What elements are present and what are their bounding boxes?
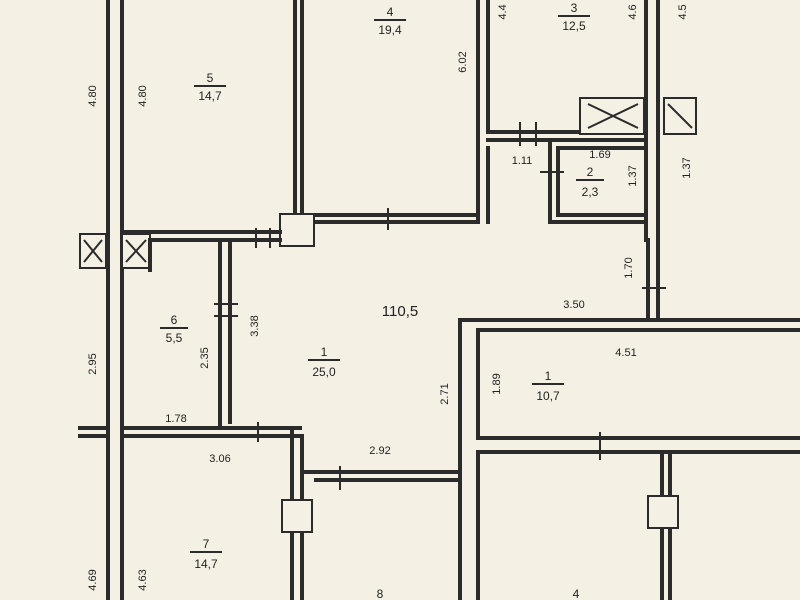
walls <box>78 0 800 600</box>
dimension-label: 1.89 <box>491 373 503 394</box>
pillar-left <box>281 499 313 533</box>
room-number: 2 <box>587 165 594 179</box>
room-number: 8 <box>377 587 384 600</box>
dimension-label: 4.63 <box>137 569 149 590</box>
room-number: 4 <box>573 587 580 600</box>
room-number: 1 <box>321 345 328 359</box>
room-area: 14,7 <box>194 557 218 571</box>
dimension-label: 4.6 <box>627 4 639 19</box>
room-number: 6 <box>171 313 178 327</box>
room-number: 4 <box>387 5 394 19</box>
dimension-label: 1.70 <box>623 257 635 278</box>
pillar-right <box>647 495 679 529</box>
dimension-label: 2.35 <box>199 347 211 368</box>
dimension-label: 4.69 <box>87 569 99 590</box>
vent-box-r3 <box>579 97 645 135</box>
room-number: 3 <box>571 1 578 15</box>
dimension-label: 1.37 <box>627 165 639 186</box>
dimension-label: 1.11 <box>512 155 533 167</box>
room-area: 14,7 <box>198 89 222 103</box>
room-area: 12,5 <box>562 19 586 33</box>
dimension-label: 4.80 <box>137 85 149 106</box>
dimension-label: 4.5 <box>677 4 689 19</box>
dimension-label: 3.38 <box>249 315 261 336</box>
dimension-label: 3.06 <box>209 453 230 465</box>
dimension-label: 2.92 <box>369 445 390 457</box>
room-area: 2,3 <box>582 185 599 199</box>
room-area: 5,5 <box>166 331 183 345</box>
dimension-label: 3.50 <box>563 299 584 311</box>
dimension-label: 4.4 <box>497 4 509 19</box>
dimension-label: 1.37 <box>681 157 693 178</box>
dimension-label: 6.02 <box>457 51 469 72</box>
door-ticks <box>214 122 666 490</box>
room-number: 5 <box>207 71 214 85</box>
room-area: 25,0 <box>312 365 336 379</box>
dimension-label: 1.69 <box>589 149 610 161</box>
pillar-center <box>279 213 315 247</box>
dimension-label: 1.78 <box>165 413 186 425</box>
room-number: 7 <box>203 537 210 551</box>
room-area: 10,7 <box>536 389 560 403</box>
dimension-labels: 4.80 4.80 6.02 4.4 4.6 4.5 1.69 1.11 1.3… <box>87 4 693 590</box>
room-labels: 4 19,4 3 12,5 5 14,7 2 2,3 6 5,5 1 25,0 … <box>160 1 604 600</box>
dimension-label: 4.80 <box>87 85 99 106</box>
room-area: 19,4 <box>378 23 402 37</box>
dimension-label: 4.51 <box>615 347 636 359</box>
total-area: 110,5 <box>382 303 418 320</box>
dimension-label: 2.95 <box>87 353 99 374</box>
dimension-label: 2.71 <box>439 383 451 404</box>
room-number: 1 <box>545 369 552 383</box>
